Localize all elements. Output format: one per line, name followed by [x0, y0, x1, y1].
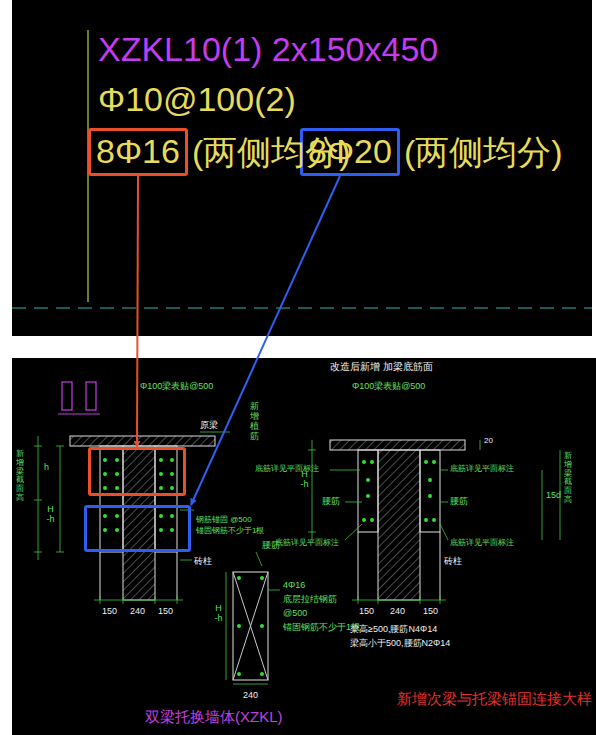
dimension: 240	[130, 606, 145, 616]
rebar-note: Φ100梁表贴@500	[140, 381, 213, 391]
beam-code: XZKL10(1) 2x150x450	[98, 30, 438, 69]
dimension: 新增梁截面高	[16, 450, 24, 503]
rebar-note: 底层拉结钢筋	[283, 594, 337, 604]
dimension: H-h	[214, 604, 223, 624]
dimension: 150	[423, 606, 438, 616]
rebar-note: @500	[283, 608, 307, 618]
axis-line	[12, 307, 592, 308]
part-name: 腰筋	[322, 496, 340, 506]
right-detail	[308, 440, 560, 604]
dimension: H-h	[300, 470, 309, 490]
rebar-note: Φ100梁表贴@500	[352, 381, 425, 391]
middle-detail	[226, 552, 280, 684]
rebar-note: 锚固钢筋不少于1根	[283, 622, 360, 632]
vertical-note: 新增植筋	[250, 402, 259, 442]
detail-heading: 改造后新增 加梁底筋面	[330, 361, 433, 373]
dimension: 150	[158, 606, 173, 616]
highlight-box	[84, 505, 191, 552]
rebar-spec: 8Φ16	[96, 133, 180, 170]
highlight-box	[88, 447, 186, 496]
bottom-panel	[12, 358, 596, 735]
rebar-note: 底筋详见平面标注	[275, 538, 339, 547]
leader-arrow	[191, 176, 340, 505]
dimension: 150	[102, 606, 117, 616]
dimension: 150	[359, 606, 374, 616]
detail-title: 新增次梁与托梁锚固连接大样	[397, 690, 592, 707]
rebar-note: 底筋详见平面标注	[255, 464, 319, 473]
stirrup-spec: Φ10@100(2)	[98, 80, 296, 119]
dimension: 20	[484, 436, 493, 445]
dimension: h	[44, 462, 49, 472]
rebar-note: 梁高≥500,腰筋N4Φ14	[350, 624, 437, 634]
part-name: 原梁	[200, 420, 218, 430]
section-symbol	[58, 382, 100, 414]
dimension: 240	[390, 606, 405, 616]
rebar-note: 钢筋锚固 @500	[196, 515, 252, 524]
rebar-note: (两侧均分)	[404, 133, 563, 172]
part-name: 砖柱	[444, 556, 462, 566]
dimension: 新增梁截面高	[564, 452, 572, 505]
rebar-callout-box: 8Φ16	[88, 128, 188, 176]
rebar-note: 底筋详见平面标注	[450, 538, 514, 547]
rebar-note: 锚固钢筋不少于1根	[196, 526, 264, 535]
dimension: H-h	[46, 505, 55, 525]
rebar-note: 梁高小于500,腰筋N2Φ14	[350, 638, 450, 648]
leader-arrow	[137, 176, 138, 447]
rebar-note: 底筋详见平面标注	[450, 464, 514, 473]
part-name: 砖柱	[194, 556, 212, 566]
dimension: 240	[243, 690, 258, 700]
dimension: 15d	[546, 490, 561, 500]
detail-title: 双梁托换墙体(XZKL)	[145, 708, 283, 725]
rebar-note: (两侧均分)	[192, 133, 351, 172]
top-panel	[12, 0, 592, 336]
part-name: 腰筋	[450, 496, 468, 506]
rebar-note: 4Φ16	[283, 580, 305, 590]
